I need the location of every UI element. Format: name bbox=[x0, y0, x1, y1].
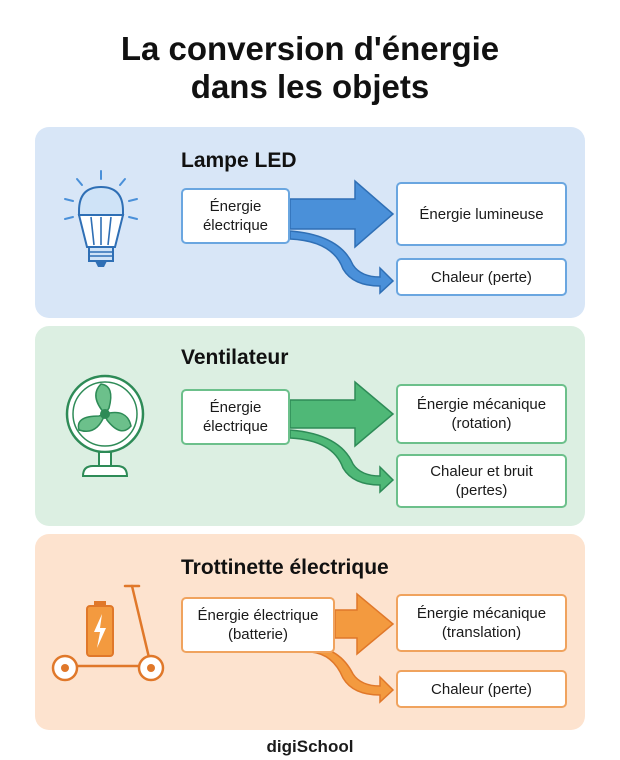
electric-scooter-icon bbox=[51, 584, 165, 682]
brand-logo: digiSchool bbox=[266, 737, 354, 756]
loss-arrow bbox=[289, 230, 395, 295]
main-arrow bbox=[334, 592, 395, 656]
energy-flow-arrows bbox=[289, 380, 395, 494]
input-energy-box: Énergie électrique(batterie) bbox=[181, 597, 335, 653]
main-output-box: Énergie mécanique(translation) bbox=[396, 594, 567, 652]
fan-icon bbox=[65, 374, 145, 477]
main-arrow bbox=[289, 179, 395, 249]
main-output-box: Énergie mécanique(rotation) bbox=[396, 384, 567, 444]
energy-flow-arrows bbox=[310, 592, 395, 704]
section-title: Trottinette électrique bbox=[181, 556, 389, 579]
page-title-line2: dans les objets bbox=[190, 68, 430, 105]
loss-output-box: Chaleur (perte) bbox=[396, 670, 567, 708]
main-output-box: Énergie lumineuse bbox=[396, 182, 567, 246]
page-title: La conversion d'énergie dans les objets bbox=[0, 30, 620, 106]
section-electric-scooter: Trottinette électrique Énergie électriqu… bbox=[35, 534, 585, 730]
loss-output-box: Chaleur (perte) bbox=[396, 258, 567, 296]
section-title: Ventilateur bbox=[181, 346, 289, 369]
loss-arrow bbox=[310, 645, 395, 704]
main-arrow bbox=[289, 380, 395, 448]
section-title: Lampe LED bbox=[181, 149, 297, 172]
energy-flow-arrows bbox=[289, 179, 395, 295]
loss-arrow bbox=[289, 429, 395, 494]
page-title-line1: La conversion d'énergie bbox=[120, 30, 500, 67]
led-bulb-icon bbox=[64, 170, 138, 267]
loss-output-box: Chaleur et bruit(pertes) bbox=[396, 454, 567, 508]
